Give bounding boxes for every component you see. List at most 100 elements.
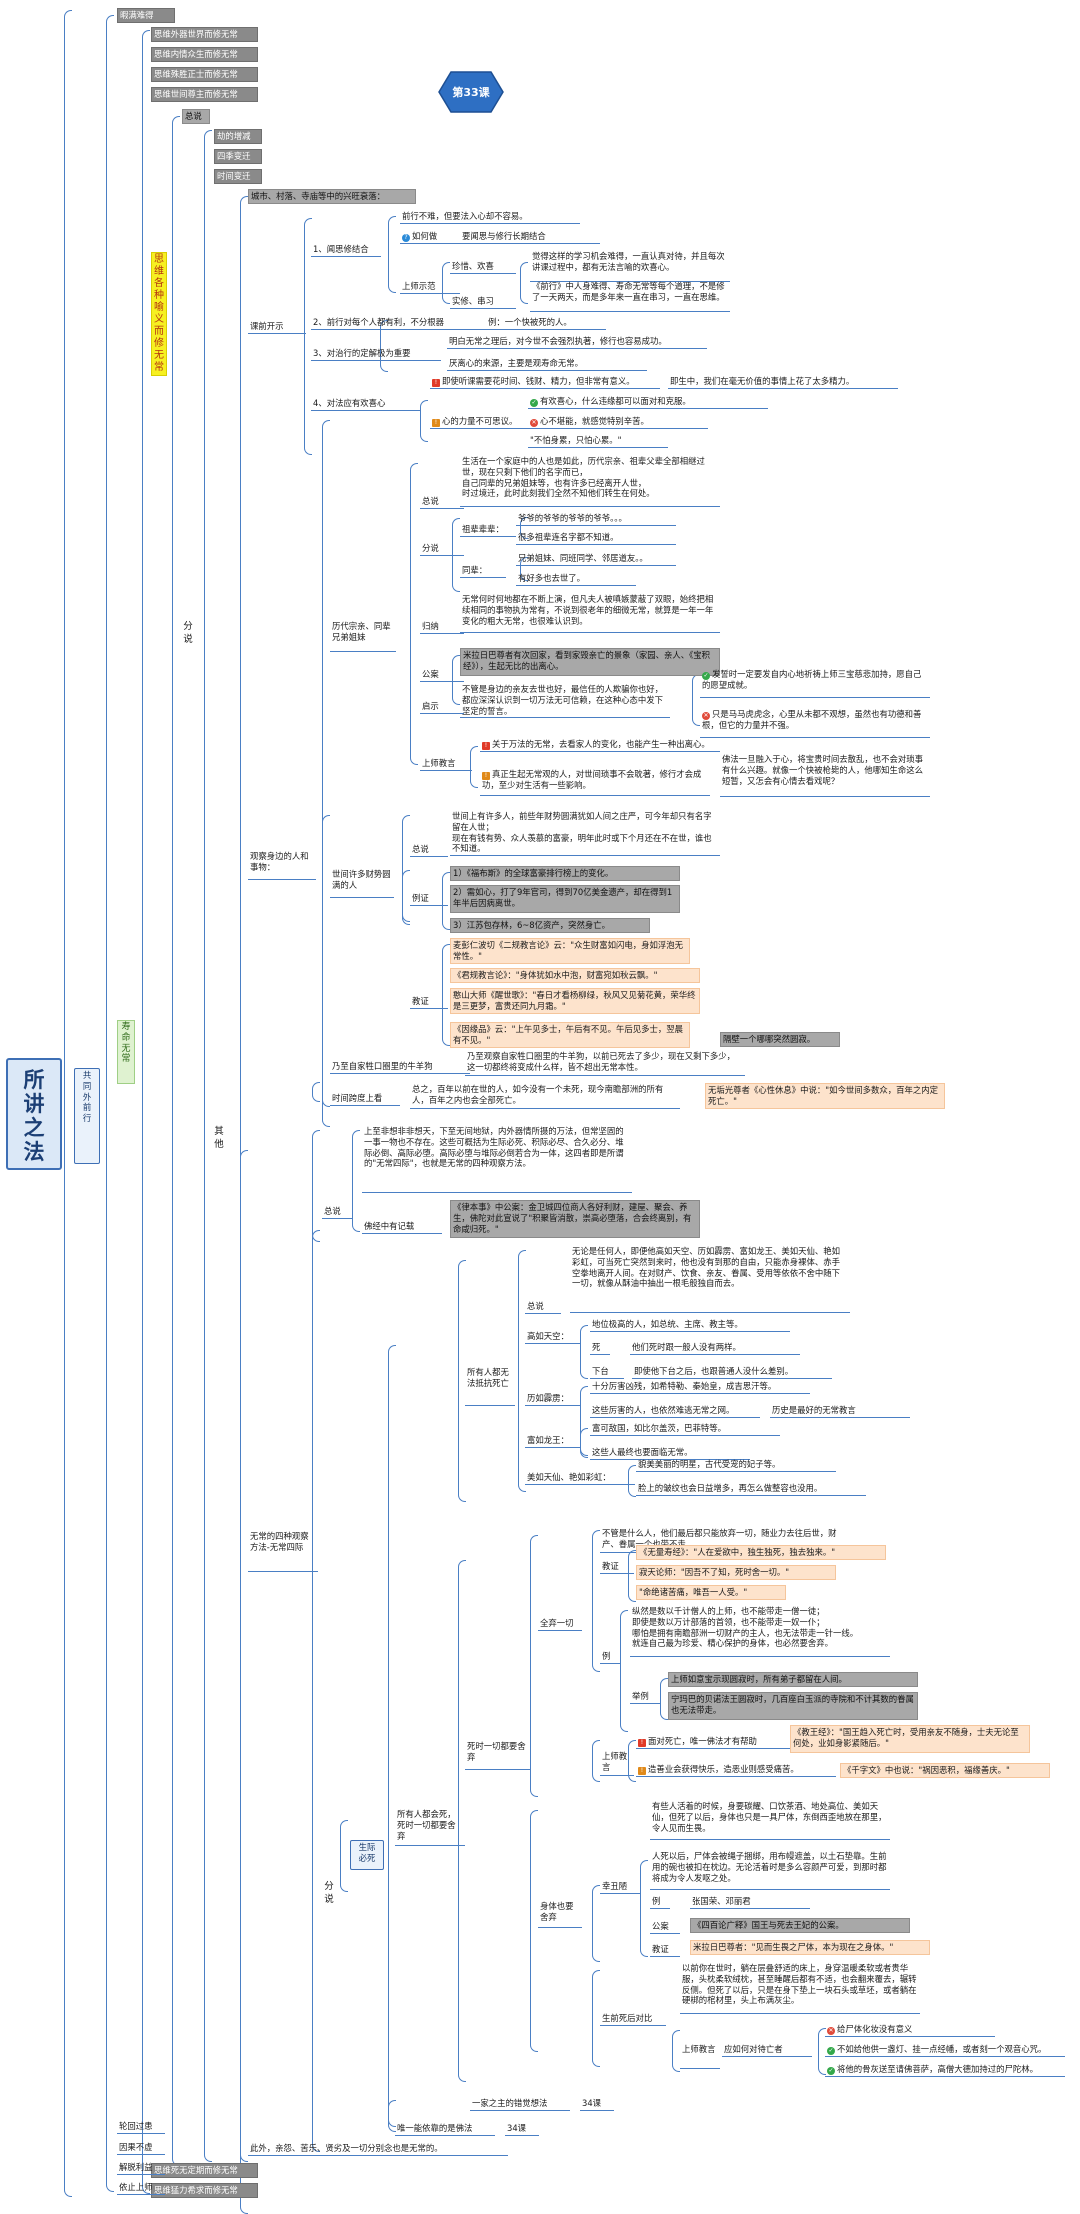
- topic-node[interactable]: 这些人最终也要面临无常。: [590, 1446, 750, 1460]
- topic-node[interactable]: 上师教言: [680, 2043, 720, 2069]
- topic-node[interactable]: 无论是任何人，即便他高如天空、历如霹雳、富如龙王、美如天仙、艳如彩虹，可当死亡突…: [570, 1245, 850, 1313]
- topic-node[interactable]: 张国荣、邓丽君: [690, 1895, 810, 1909]
- topic-node[interactable]: 生前死后对比: [600, 2012, 666, 2026]
- topic-node[interactable]: 解脱利益: [117, 2161, 165, 2175]
- topic-node[interactable]: 同辈：: [460, 564, 506, 578]
- topic-node[interactable]: 佛法一旦融入于心，将宝贵时间去散乱，也不会对琐事有什么兴趣。就像一个快被枪毙的人…: [720, 753, 930, 797]
- topic-node[interactable]: 富如龙王：: [525, 1434, 581, 1448]
- topic-node[interactable]: 要闻思与修行长期结合: [460, 230, 600, 244]
- topic-node[interactable]: 脸上的皱纹也会日益增多，再怎么做整容也没用。: [636, 1482, 866, 1496]
- topic-node[interactable]: 死: [590, 1341, 610, 1355]
- topic-node[interactable]: 生际 必死: [350, 1840, 384, 1870]
- root-topic[interactable]: 所 讲 之 法: [6, 1058, 62, 1170]
- topic-node[interactable]: 宁玛巴的贝诺法王圆寂时，几百座白玉派的寺院和不计其数的眷属也无法带走。: [668, 1692, 918, 1720]
- topic-node[interactable]: 城市、村落、寺庙等中的兴旺衰落：: [248, 189, 416, 204]
- topic-node[interactable]: 所有人都会死，死时一切都要舍弃: [395, 1808, 465, 1846]
- topic-node[interactable]: 祖辈辈辈：: [460, 523, 516, 537]
- topic-node[interactable]: 《无量寿经》："人在爱欲中，独生独死，独去独来。": [636, 1545, 886, 1560]
- topic-node[interactable]: 富可敌国，如比尔盖茨，巴菲特等。: [590, 1422, 780, 1436]
- topic-node[interactable]: 教证: [410, 995, 448, 1009]
- topic-node[interactable]: 公案: [650, 1920, 680, 1934]
- topic-node[interactable]: ✓发誓时一定要发自内心地祈祷上师三宝慈悲加持，愿自己的愿望成就。: [700, 668, 930, 698]
- topic-node[interactable]: ✕只是马马虎虎念，心里从未都不观想，虽然也有功德和善根，但它的力量并不强。: [700, 708, 930, 738]
- topic-node[interactable]: 其 他: [212, 1125, 226, 1163]
- topic-node[interactable]: 归纳: [420, 620, 464, 634]
- topic-node[interactable]: 时间变迁: [214, 169, 262, 184]
- topic-node[interactable]: ✓将他的骨灰送至请佛菩萨，高僧大德加持过的尸陀林。: [825, 2063, 1065, 2077]
- topic-node[interactable]: 唯一能依靠的是佛法: [395, 2122, 495, 2136]
- topic-node[interactable]: 教证: [600, 1560, 634, 1574]
- topic-node[interactable]: 明白无常之理后，对今世不会强烈执著，修行也容易成功。: [447, 335, 707, 349]
- topic-node[interactable]: 米拉日巴尊者有次回家，看到家毁亲亡的景象（家园、亲人、《宝积经》），生起无比的出…: [460, 648, 720, 676]
- topic-node[interactable]: 有好多也去世了。: [516, 572, 636, 586]
- topic-node[interactable]: 1）《福布斯》的全球富豪排行榜上的变化。: [450, 866, 680, 881]
- topic-node[interactable]: 总说: [322, 1205, 352, 1219]
- topic-node[interactable]: 珍惜、欢喜: [450, 260, 516, 274]
- topic-node[interactable]: 《千字文》中也说："祸因恶积，福缘善庆。": [840, 1763, 1050, 1778]
- topic-node[interactable]: 暇满难得: [117, 8, 175, 23]
- topic-node[interactable]: 历如霹雳：: [525, 1392, 581, 1406]
- topic-node[interactable]: 34课: [505, 2122, 539, 2136]
- topic-node[interactable]: 总说: [410, 843, 448, 857]
- topic-node[interactable]: 启示: [420, 700, 464, 714]
- topic-node[interactable]: 貌美美丽的明星，古代受宠的妃子等。: [636, 1458, 836, 1472]
- topic-node[interactable]: 思维殊胜正士而修无常: [151, 67, 258, 82]
- topic-node[interactable]: 总说: [182, 109, 210, 124]
- topic-node[interactable]: 共 同 外 前 行: [74, 1068, 100, 1164]
- topic-node[interactable]: !面对死亡，唯一佛法才有帮助: [636, 1735, 806, 1749]
- topic-node[interactable]: 寂天论师："因吾不了知，死时舍一切。": [636, 1565, 836, 1580]
- topic-node[interactable]: 即使他下台之后，也跟普通人没什么差别。: [632, 1365, 832, 1379]
- topic-node[interactable]: 劫的增减: [214, 129, 262, 144]
- topic-node[interactable]: 上师示范: [400, 280, 460, 294]
- topic-node[interactable]: 分 说: [322, 1880, 336, 1910]
- topic-node[interactable]: 思维各种喻义而修无常: [151, 252, 167, 376]
- topic-node[interactable]: 地位极高的人，如总统、主席、教主等。: [590, 1318, 790, 1332]
- topic-node[interactable]: 教证: [650, 1943, 680, 1957]
- topic-node[interactable]: 不管是身边的亲友去世也好，最信任的人欺骗你也好，都应深深认识到一切万法无可信赖，…: [460, 683, 670, 719]
- topic-node[interactable]: 思维世间尊主而修无常: [151, 87, 258, 102]
- topic-node[interactable]: 美如天仙、艳如彩虹：: [525, 1471, 635, 1485]
- topic-node[interactable]: 憨山大师《醒世歌》："春日才看杨柳绿，秋风又见菊花黄，荣华终是三更梦，富贵还同九…: [450, 988, 700, 1014]
- topic-node[interactable]: 思维猛力希求而修无常: [151, 2183, 258, 2198]
- topic-node[interactable]: 纵然是数以千计僧人的上师，也不能带走一僧一徒； 即使是数以万计部落的首领，也不能…: [630, 1605, 890, 1657]
- topic-node[interactable]: 例：一个快被死的人。: [486, 316, 606, 330]
- topic-node[interactable]: 1、闻思修结合: [311, 243, 381, 257]
- topic-node[interactable]: 应如何对待亡者: [722, 2043, 812, 2057]
- topic-node[interactable]: 例: [650, 1895, 670, 1909]
- topic-node[interactable]: 觉得这样的学习机会难得，一直认真对待，并且每次讲课过程中，都有无法言喻的欢喜心。: [530, 250, 730, 282]
- topic-node[interactable]: 2、前行对每个人都有利，不分根器: [311, 316, 486, 330]
- topic-node[interactable]: 分说: [420, 542, 464, 556]
- topic-node[interactable]: 佛经中有记载: [362, 1220, 442, 1234]
- topic-node[interactable]: 无常何时何地都在不断上演，但凡夫人被嗔嫉蒙蔽了双眼，始终把相续相同的事物执为常有…: [460, 593, 720, 633]
- topic-node[interactable]: ✕心不堪能，就感觉特别辛苦。: [528, 415, 708, 429]
- topic-node[interactable]: 四季变迁: [214, 149, 262, 164]
- topic-node[interactable]: 死时一切都要舍弃: [465, 1740, 531, 1770]
- topic-node[interactable]: 《因缘品》云："上午见多士，午后有不见。午后见多士，翌晨有不见。": [450, 1022, 690, 1048]
- topic-node[interactable]: 上至非想非非想天，下至无间地狱，内外器情所摄的万法，但常坚固的一事一物也不存在。…: [362, 1125, 632, 1193]
- topic-node[interactable]: 总之，百年以前在世的人，如今没有一个未死，现今南瞻部洲的所有人，百年之内也会全部…: [410, 1083, 680, 1109]
- topic-node[interactable]: 公案: [420, 668, 464, 682]
- topic-node[interactable]: 3）江苏包存林，6~8亿资产，突然身亡。: [450, 918, 650, 933]
- topic-node[interactable]: 幸丑陋: [600, 1880, 640, 1894]
- topic-node[interactable]: !即使听课需要花时间、钱财、精力，但非常有意义。: [430, 375, 660, 389]
- topic-node[interactable]: 麦彭仁波切《二规教言论》云："众生财富如闪电，身如浮泡无常性。": [450, 938, 690, 964]
- topic-node[interactable]: 爷爷的爷爷的爷爷的爷爷。。。: [516, 512, 676, 526]
- topic-node[interactable]: 隔壁一个哪哪突然圆寂。: [720, 1032, 840, 1047]
- topic-node[interactable]: 总说: [420, 495, 464, 509]
- topic-node[interactable]: 实修、串习: [450, 295, 516, 309]
- topic-node[interactable]: 厌离心的来源，主要是观寿命无常。: [447, 357, 647, 371]
- topic-node[interactable]: 例: [600, 1650, 620, 1664]
- topic-node[interactable]: 所有人都无法抵抗死亡: [465, 1366, 515, 1406]
- topic-node[interactable]: 3、对治行的定解极为重要: [311, 347, 441, 361]
- topic-node[interactable]: 乃至观察自家牲口圈里的牛羊狗，以前已死去了多少，现在又剩下多少，这一切都终将变成…: [465, 1050, 745, 1076]
- topic-node[interactable]: 无垢光尊者《心性休息》中说："如今世间多数众，百年之内定死亡。": [705, 1083, 945, 1109]
- topic-node[interactable]: 总说: [525, 1300, 561, 1314]
- topic-node[interactable]: 思维外器世界而修无常: [151, 27, 258, 42]
- topic-node[interactable]: 这些厉害的人，也依然难逃无常之网。: [590, 1404, 760, 1418]
- topic-node[interactable]: 下台: [590, 1365, 624, 1379]
- topic-node[interactable]: 2）需如心，打了9年官司，得到70亿美金遗产，却在得到1年半后因病离世。: [450, 885, 680, 913]
- topic-node[interactable]: ✕给尸体化妆没有意义: [825, 2023, 995, 2037]
- topic-node[interactable]: 前行不难，但要法入心却不容易。: [400, 210, 580, 224]
- topic-node[interactable]: 上师如意宝示现圆寂时，所有弟子都留在人间。: [668, 1672, 918, 1687]
- topic-node[interactable]: 《前行》中人身难得、寿命无常等每个道理，不是修了一天两天，而是多年来一直在串习，…: [530, 280, 730, 312]
